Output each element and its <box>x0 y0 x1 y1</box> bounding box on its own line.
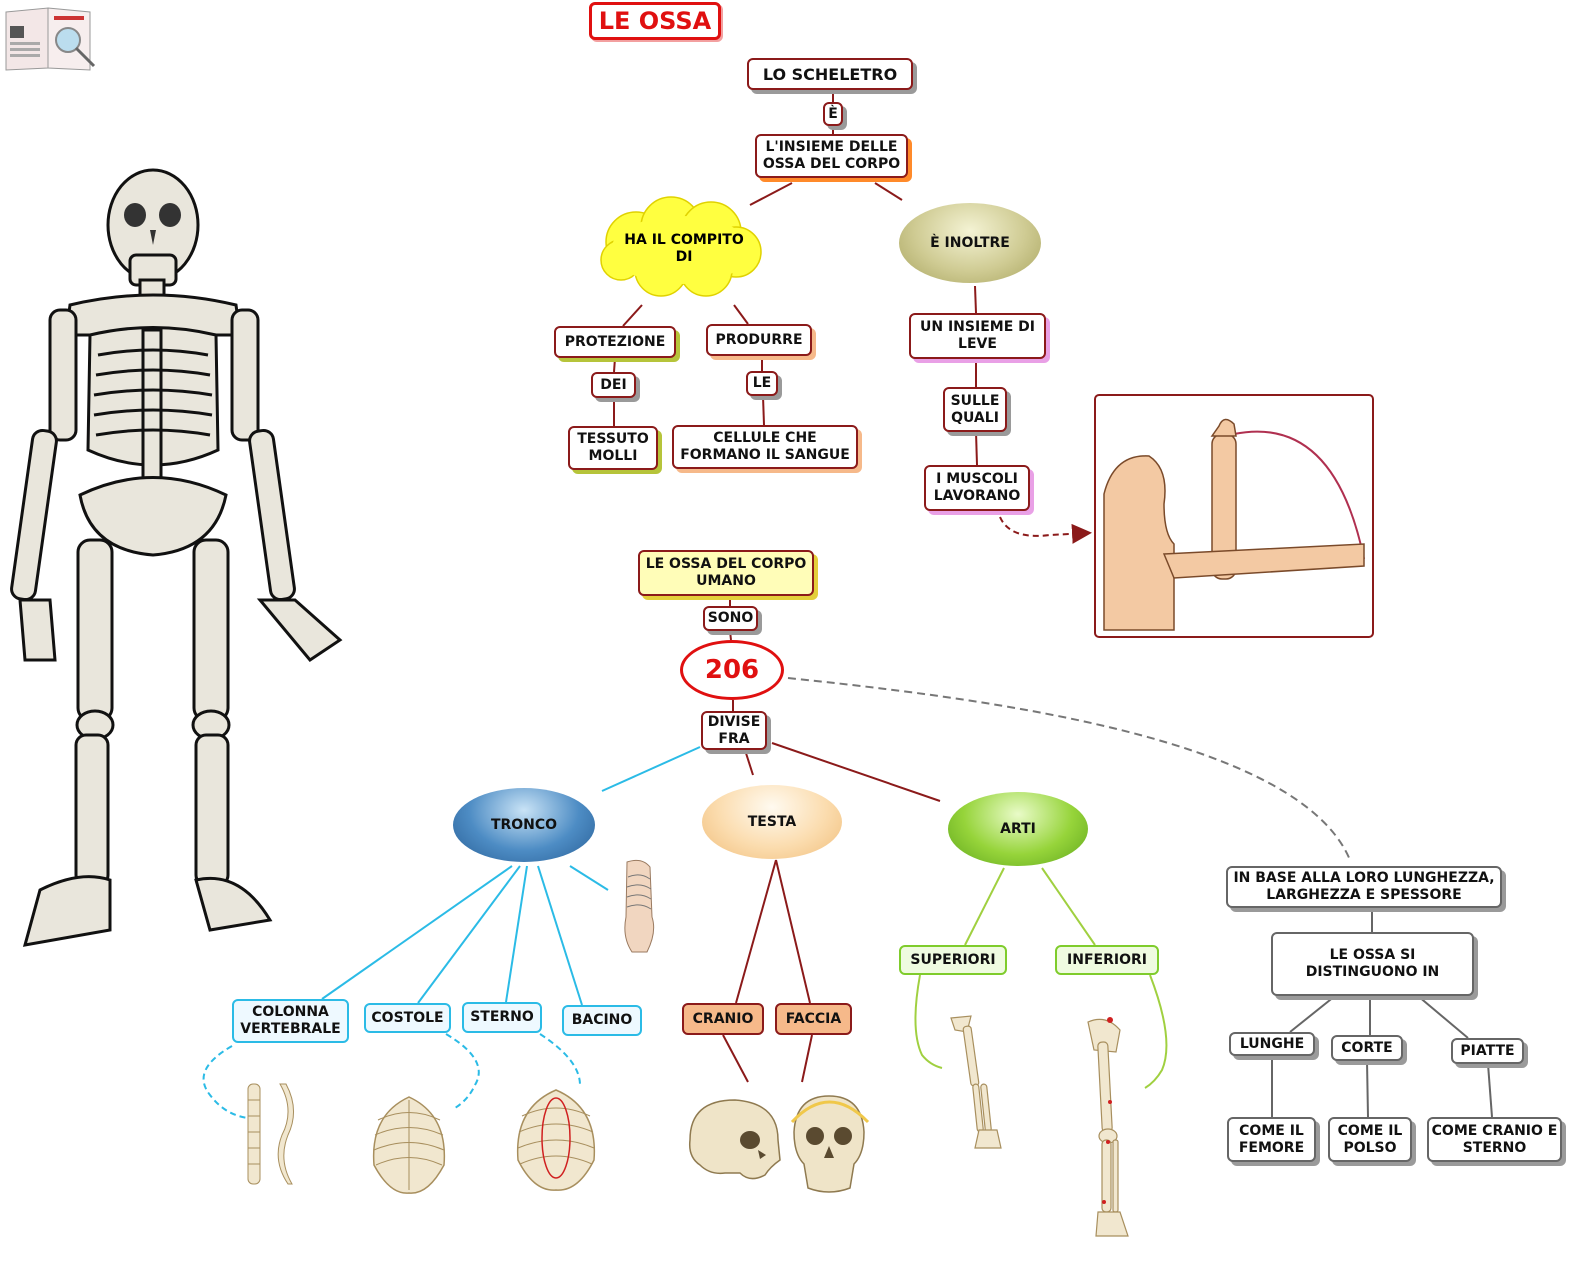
node-muscoli: I MUSCOLI LAVORANO <box>924 465 1030 511</box>
node-in-base: IN BASE ALLA LORO LUNGHEZZA, LARGHEZZA E… <box>1226 866 1502 908</box>
node-bacino: BACINO <box>562 1005 642 1036</box>
node-dei: DEI <box>591 372 636 398</box>
sternum-illustration <box>516 1089 596 1191</box>
node-sterno: STERNO <box>462 1002 542 1033</box>
arm-bones-illustration <box>950 1015 1002 1149</box>
skeleton-illustration <box>10 168 343 947</box>
node-tronco: TRONCO <box>453 788 595 862</box>
node-produrre: PRODURRE <box>706 324 812 356</box>
spine-illustration <box>247 1083 294 1185</box>
cloud-shape <box>600 196 762 297</box>
node-piatte: PIATTE <box>1451 1038 1524 1064</box>
node-lunghe: LUNGHE <box>1229 1032 1315 1056</box>
node-testa: TESTA <box>702 785 842 859</box>
node-superiori: SUPERIORI <box>899 945 1007 975</box>
node-le-small: LE <box>746 371 778 396</box>
node-sulle-quali: SULLE QUALI <box>943 387 1007 432</box>
node-206: 206 <box>680 640 784 700</box>
node-arti: ARTI <box>948 792 1088 866</box>
arm-lever-illustration <box>1094 394 1374 638</box>
skull-front-illustration <box>790 1095 870 1193</box>
node-ha-compito: HA IL COMPITO DI <box>624 232 744 265</box>
node-come-polso: COME IL POLSO <box>1328 1117 1412 1162</box>
ribcage-illustration <box>372 1096 446 1194</box>
node-come-femore: COME IL FEMORE <box>1227 1117 1316 1162</box>
book-logo-icon <box>5 7 96 71</box>
torso-illustration <box>624 859 655 953</box>
node-lo-scheletro: LO SCHELETRO <box>747 58 913 90</box>
node-protezione: PROTEZIONE <box>554 326 676 358</box>
node-inferiori: INFERIORI <box>1055 945 1159 975</box>
page-title: LE OSSA <box>589 2 721 40</box>
skull-side-illustration <box>688 1099 781 1180</box>
node-sono: SONO <box>703 606 758 631</box>
node-faccia: FACCIA <box>775 1003 852 1035</box>
leg-bones-illustration <box>1087 1017 1129 1237</box>
node-tessuto-molli: TESSUTO MOLLI <box>568 426 658 470</box>
node-divise-fra: DIVISE FRA <box>701 711 767 750</box>
node-cellule: CELLULE CHE FORMANO IL SANGUE <box>672 425 858 469</box>
node-costole: COSTOLE <box>364 1003 451 1033</box>
node-e: È <box>823 102 843 126</box>
node-e-inoltre: È INOLTRE <box>899 203 1041 283</box>
node-le-ossa-si: LE OSSA SI DISTINGUONO IN <box>1271 932 1474 996</box>
node-corte: CORTE <box>1331 1035 1403 1061</box>
node-colonna: COLONNA VERTEBRALE <box>232 999 349 1043</box>
node-ossa-corpo-umano: LE OSSA DEL CORPO UMANO <box>638 550 814 596</box>
node-cranio: CRANIO <box>682 1003 764 1035</box>
node-insieme-ossa: L'INSIEME DELLE OSSA DEL CORPO <box>755 134 908 178</box>
node-come-cranio: COME CRANIO E STERNO <box>1427 1117 1562 1162</box>
node-insieme-leve: UN INSIEME DI LEVE <box>909 313 1046 359</box>
